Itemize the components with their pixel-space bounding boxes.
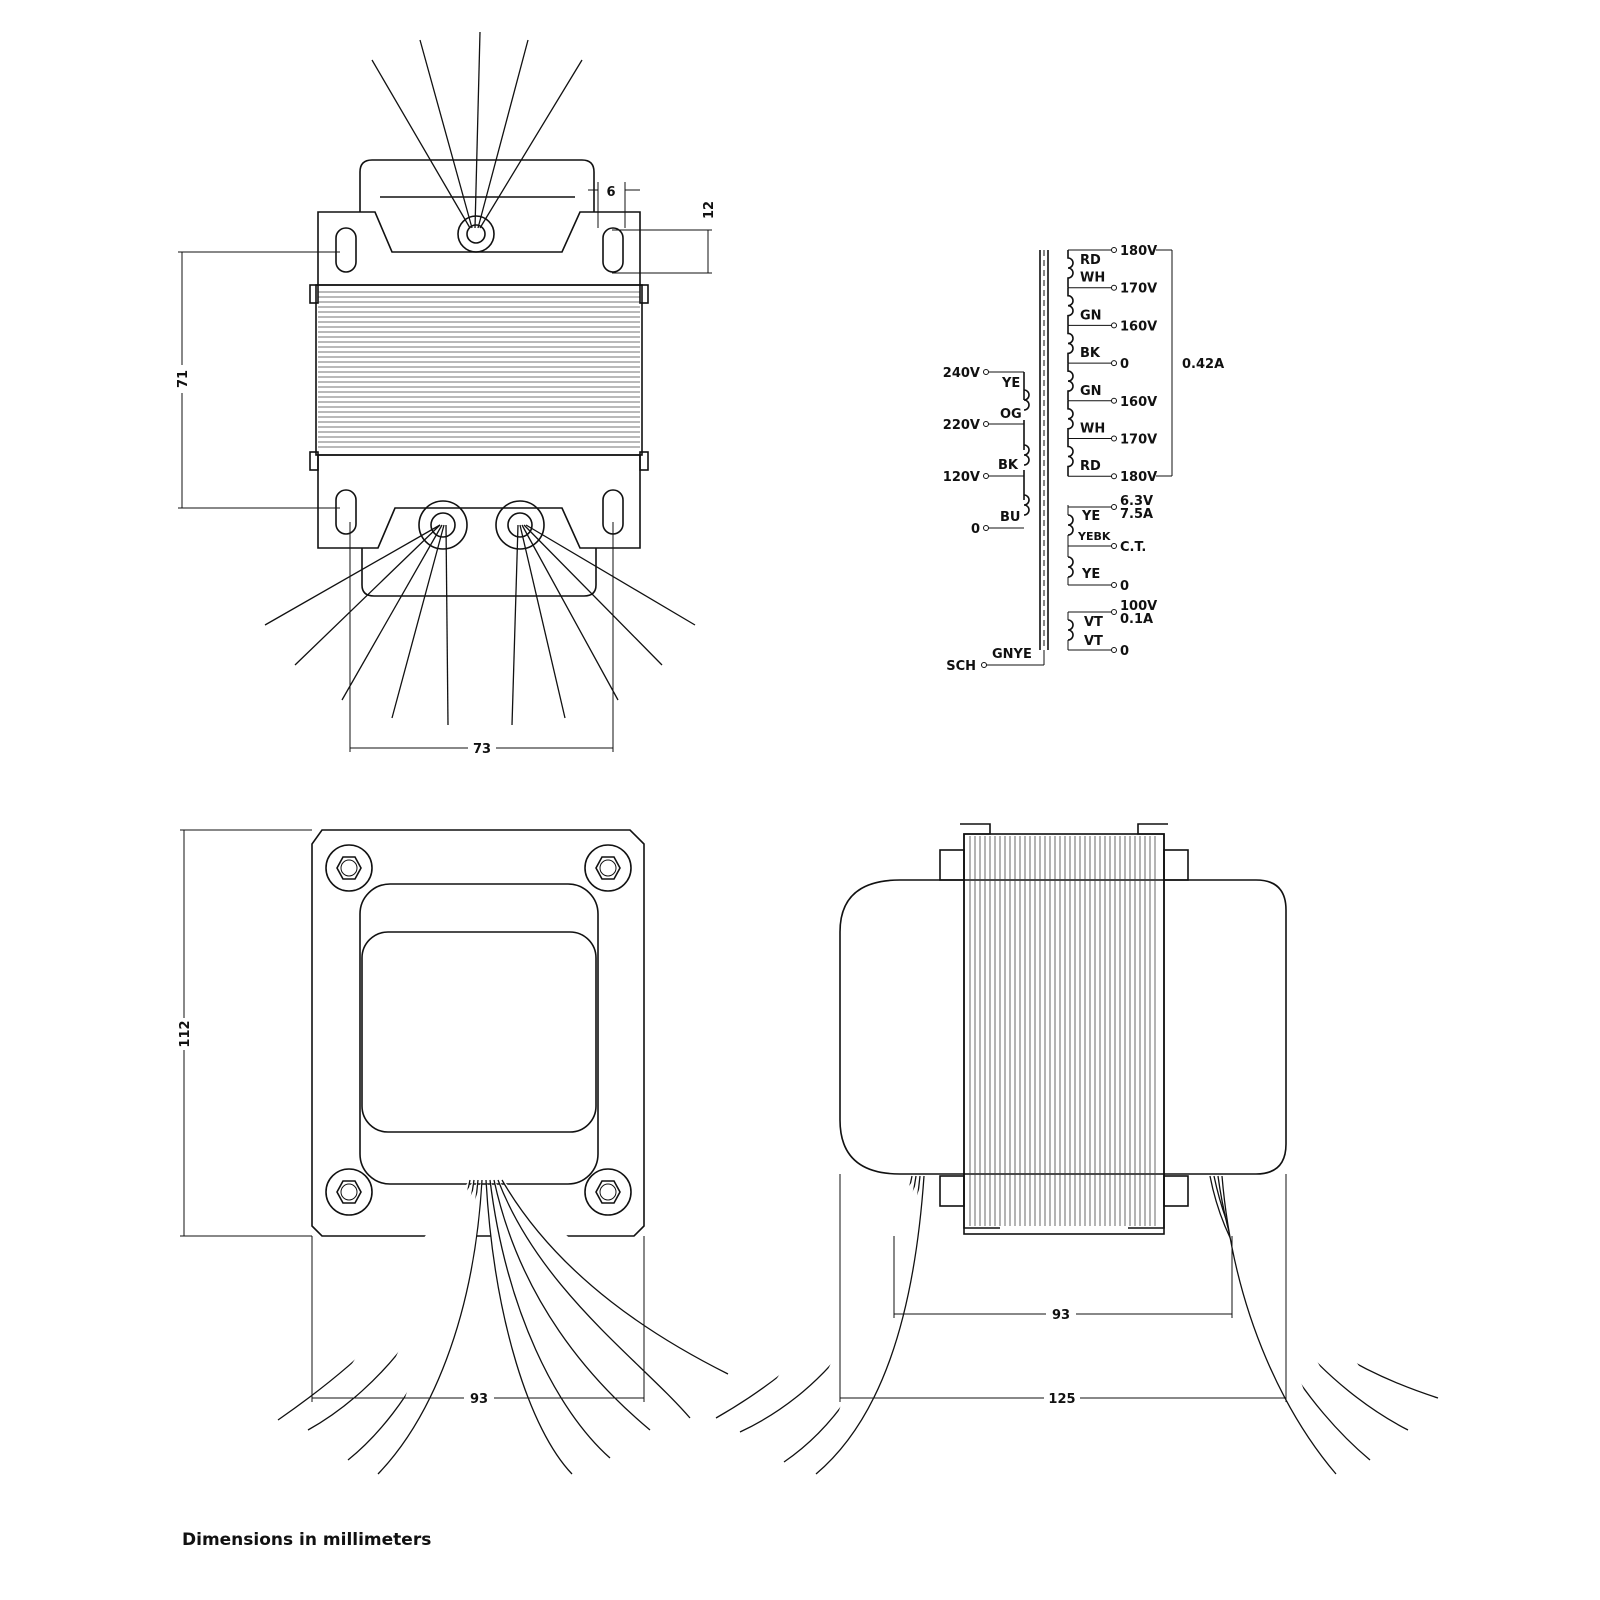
dim-front-width: 93 (470, 1392, 488, 1407)
side-bolts (939, 849, 1189, 1207)
hv-tap: 170V WH (1067, 422, 1157, 477)
front-view: 112 93 (178, 829, 729, 1475)
primary-wire-bu: BU (1000, 510, 1020, 525)
hv-current: 0.42A (1182, 357, 1224, 372)
lamination-lines (318, 291, 640, 448)
bottom-wire-bundle-right (511, 524, 696, 726)
primary-120v: 120V (943, 470, 980, 485)
schematic: 240V YE 220V OG 120V BK 0 BU 180V RD 170V W… (943, 244, 1224, 674)
primary-wire-og: OG (1000, 407, 1022, 422)
bias-current: 0.1A (1120, 612, 1153, 627)
dim-front-height: 112 (178, 1020, 193, 1047)
primary-220v: 220V (943, 418, 980, 433)
primary-wire-ye: YE (1001, 376, 1020, 391)
bottom-wire-bundle-left (264, 524, 449, 726)
dim-slot-offset: 12 (702, 201, 717, 219)
hv-tap: 180V RD (1068, 459, 1157, 485)
hv-tap-wire: BK (1080, 346, 1101, 361)
units-note: Dimensions in millimeters (182, 1530, 432, 1550)
hv-tap: 170V WH (1067, 271, 1157, 326)
primary-0: 0 (971, 522, 980, 537)
bias-zero: 0 (1120, 644, 1129, 659)
hv-tap-voltage: 160V (1120, 319, 1157, 334)
heater-voltage: 6.3V (1120, 494, 1153, 509)
dim-side-outer: 125 (1048, 1392, 1075, 1407)
hv-tap-voltage: 170V (1120, 433, 1157, 448)
primary-240v: 240V (943, 366, 980, 381)
dim-top-width: 73 (473, 742, 491, 757)
mounting-bolt (325, 844, 632, 1216)
heater-zero: 0 (1120, 579, 1129, 594)
hv-tap-voltage: 0 (1120, 357, 1129, 372)
side-lamination-lines (969, 836, 1156, 1226)
hv-tap-voltage: 180V (1120, 470, 1157, 485)
hv-tap-wire: RD (1080, 253, 1101, 268)
dim-top-height: 71 (176, 370, 191, 388)
side-wire-bundle-left (715, 1175, 925, 1475)
side-view: 93 125 (715, 823, 1439, 1475)
heater-ct: C.T. (1120, 540, 1146, 555)
heater-current: 7.5A (1120, 507, 1153, 522)
primary-wire-bk: BK (998, 458, 1019, 473)
shield-label: SCH (946, 659, 976, 674)
front-wire-bundle (277, 1179, 729, 1475)
dim-side-inner: 93 (1052, 1308, 1070, 1323)
hv-tap-voltage: 160V (1120, 395, 1157, 410)
hv-tap-wire: WH (1080, 271, 1105, 286)
dim-slot-width: 6 (606, 185, 615, 200)
hv-tap-wire: GN (1080, 384, 1102, 399)
bias-voltage: 100V (1120, 599, 1157, 614)
heater-wire-ye-bottom: YE (1081, 567, 1100, 582)
hv-tap: 180V RD (1067, 244, 1157, 288)
hv-tap-voltage: 180V (1120, 244, 1157, 259)
heater-wire-yebk: YEBK (1077, 530, 1111, 543)
hv-tap-voltage: 170V (1120, 282, 1157, 297)
bias-wire-vt-bottom: VT (1084, 634, 1103, 649)
top-wire-bundle (371, 31, 583, 229)
hv-tap: 160V GN (1067, 384, 1157, 439)
heater-wire-ye-top: YE (1081, 509, 1100, 524)
shield-wire: GNYE (992, 647, 1032, 662)
hv-tap: 160V GN (1067, 308, 1157, 364)
hv-tap-wire: GN (1080, 308, 1102, 323)
hv-tap-wire: WH (1080, 422, 1105, 437)
hv-tap-wire: RD (1080, 459, 1101, 474)
hv-tap: 0 BK (1067, 346, 1129, 401)
bias-wire-vt-top: VT (1084, 615, 1103, 630)
side-wire-bundle-right (1209, 1175, 1439, 1475)
top-view: 73 71 6 12 (176, 31, 717, 757)
